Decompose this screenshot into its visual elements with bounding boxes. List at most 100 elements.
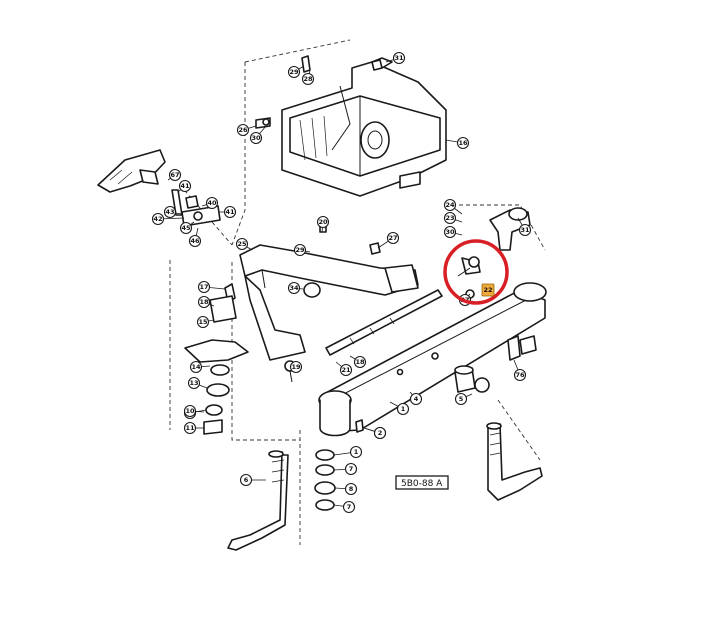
callout-number: 46 <box>190 237 200 245</box>
callout-number: 41 <box>180 182 190 190</box>
callout-number: 10 <box>185 407 195 415</box>
callout-number: 1 <box>401 405 406 413</box>
callout-11: 11 <box>183 421 204 435</box>
callout-1: 1 <box>389 401 410 416</box>
callout-40: 40 <box>201 196 219 210</box>
callout-8: 8 <box>334 482 358 496</box>
callout-bubble <box>205 196 219 210</box>
axle-pivot-frame <box>239 244 419 361</box>
callout-bubble <box>518 223 532 237</box>
callout-bubble <box>316 215 330 229</box>
callout-group: 3129282630166741434240414546242320302927… <box>151 51 532 514</box>
front-support-bracket <box>281 57 447 197</box>
callout-2: 2 <box>363 426 387 440</box>
callout-29: 29 <box>293 243 311 257</box>
callout-number: 6 <box>244 476 249 484</box>
callout-number: 30 <box>445 228 455 236</box>
callout-number: 25 <box>237 240 247 248</box>
callout-bubble <box>287 281 301 295</box>
callout-bubble <box>513 368 527 382</box>
callout-number: 45 <box>181 224 191 232</box>
callout-number: 29 <box>289 68 299 76</box>
callout-bubble <box>293 243 307 257</box>
callout-number: 31 <box>394 54 404 62</box>
callout-bubble <box>353 355 367 369</box>
callout-bubble <box>235 237 249 251</box>
callout-number: 18 <box>199 298 209 306</box>
callout-29: 29 <box>287 65 305 79</box>
callout-bubble <box>443 211 457 225</box>
callout-bubble <box>189 360 203 374</box>
callout-bubble <box>249 131 263 145</box>
callout-bubble <box>344 482 358 496</box>
assembly-guide-lines <box>169 39 546 545</box>
callout-number: 19 <box>291 363 301 371</box>
reference-code-box: 5B0-88 A <box>395 475 449 490</box>
callout-number: 4 <box>414 395 419 403</box>
callout-67: 67 <box>167 168 182 182</box>
callout-number: 21 <box>341 366 351 374</box>
steering-arm <box>457 207 531 299</box>
callout-43: 43 <box>163 205 183 219</box>
right-steering-knuckle <box>486 422 543 501</box>
callout-45: 45 <box>179 221 195 235</box>
callout-41: 41 <box>177 179 192 193</box>
callout-bubble <box>197 295 211 309</box>
callout-number: 13 <box>189 379 198 387</box>
callout-number: 42 <box>153 215 162 223</box>
callout-bubble <box>223 205 237 219</box>
highlight-tag-label: 22 <box>483 286 492 294</box>
highlight-marker: 22 <box>443 239 509 305</box>
callout-bubble <box>396 402 410 416</box>
callout-bubble <box>373 426 387 440</box>
callout-number: 23 <box>445 214 454 222</box>
callout-bubble <box>163 205 177 219</box>
left-steering-knuckle <box>227 450 289 551</box>
callout-number: 1 <box>354 448 359 456</box>
callout-31: 31 <box>385 51 406 65</box>
callout-46: 46 <box>188 227 202 248</box>
callout-number: 7 <box>347 503 352 511</box>
callout-number: 17 <box>199 283 208 291</box>
callout-number: 34 <box>289 284 299 292</box>
callout-number: 76 <box>515 371 525 379</box>
callout-number: 14 <box>191 363 201 371</box>
callout-24: 24 <box>443 198 463 215</box>
callout-number: 67 <box>170 171 179 179</box>
callout-bubble <box>342 500 356 514</box>
callout-number: 7 <box>349 465 354 473</box>
callout-bubble <box>197 280 211 294</box>
reference-code: 5B0-88 A <box>401 479 443 489</box>
callout-28: 28 <box>301 69 315 86</box>
callout-15: 15 <box>196 315 215 329</box>
callout-bubble <box>454 392 468 406</box>
callout-bubble <box>386 231 400 245</box>
callout-17: 17 <box>197 280 226 294</box>
callout-19: 19 <box>289 360 303 374</box>
callout-bubble <box>168 168 182 182</box>
callout-bubble <box>179 221 193 235</box>
callout-bubble <box>349 445 363 459</box>
highlight-ring <box>443 239 509 305</box>
callout-bubble <box>339 363 353 377</box>
callout-23: 23 <box>443 211 463 225</box>
callout-30: 30 <box>249 125 267 145</box>
callout-bubble <box>178 179 192 193</box>
callout-4: 4 <box>409 391 423 406</box>
callout-number: 16 <box>458 139 468 147</box>
callout-10: 10 <box>183 404 205 418</box>
callout-number: 28 <box>303 75 313 83</box>
callout-number: 2 <box>378 429 383 437</box>
callout-41: 41 <box>218 205 237 219</box>
callout-number: 31 <box>520 226 530 234</box>
callout-21: 21 <box>335 361 353 377</box>
fitting-cluster <box>181 195 221 227</box>
callout-bubble <box>183 404 197 418</box>
left-fittings-stack <box>184 283 296 435</box>
callout-bubble <box>239 473 253 487</box>
callout-30: 30 <box>443 225 463 239</box>
callout-7: 7 <box>333 462 358 476</box>
callout-number: 24 <box>445 201 455 209</box>
